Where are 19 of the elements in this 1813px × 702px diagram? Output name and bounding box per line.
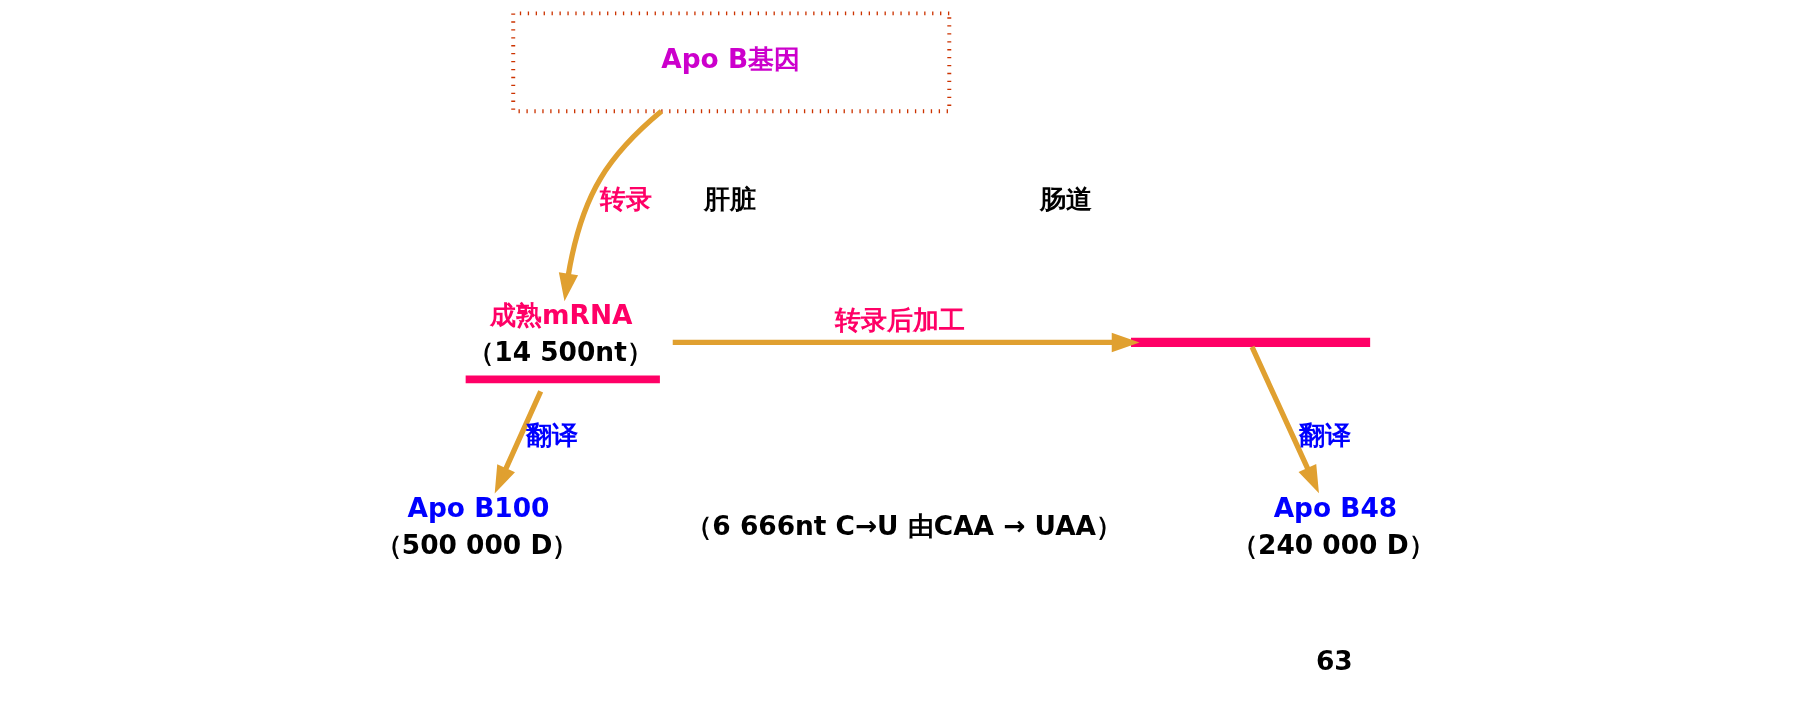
- label: 肝脏: [703, 182, 756, 214]
- label: 63: [1315, 645, 1353, 677]
- label: （6 666nt C→U 由CAA → UAA）: [685, 510, 1122, 542]
- edge-label: 转录: [599, 182, 652, 214]
- node-box: Apo B基因: [510, 11, 951, 114]
- node-label: （14 500nt）: [467, 335, 653, 367]
- edge-label: 转录后加工: [834, 304, 965, 336]
- arrow: [494, 390, 543, 494]
- edge-label: 翻译: [525, 419, 578, 451]
- edge-label: 翻译: [1298, 419, 1351, 451]
- arrow: [672, 332, 1140, 353]
- arrow: [558, 109, 663, 302]
- node-text: Apo B100 （500 000 D）: [375, 491, 578, 560]
- node-bar: [1130, 337, 1370, 348]
- arrow: [1249, 345, 1319, 494]
- node-box: [465, 375, 660, 384]
- label: 肠道: [1039, 182, 1092, 214]
- node-text: Apo B48 （240 000 D）: [1231, 491, 1435, 560]
- node-label: 成熟mRNA: [489, 298, 632, 330]
